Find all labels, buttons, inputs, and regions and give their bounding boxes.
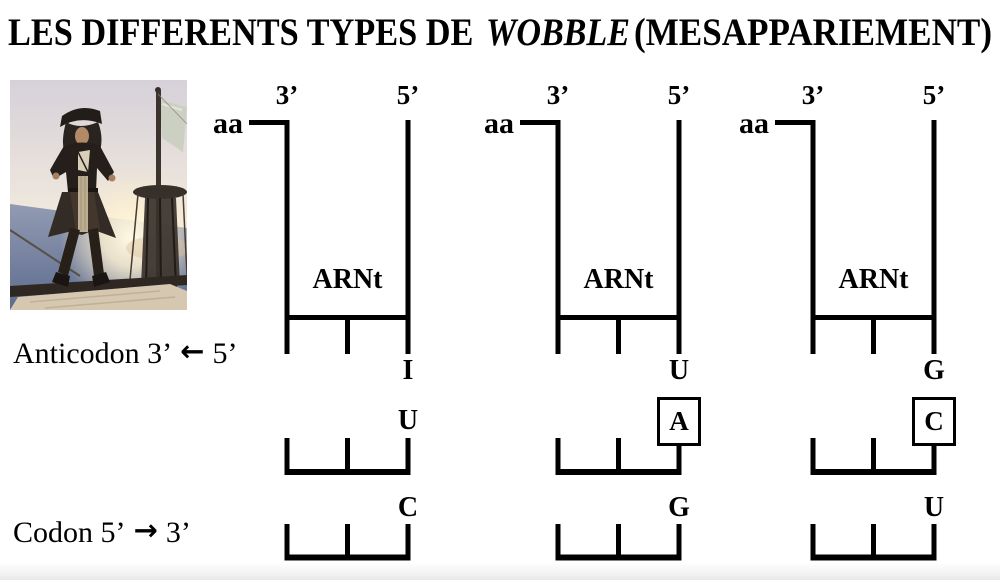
page-title: LES DIFFERENTS TYPES DE WOBBLE (MESAPPAR… — [8, 11, 992, 54]
codon-base-2: U — [923, 492, 945, 523]
five-prime-label: 5’ — [396, 80, 420, 110]
trna-diagram-guanine: aa 3’ 5’ ARNt G C U — [723, 78, 956, 572]
anticodon-label-text: Anticodon 3’ — [13, 337, 173, 370]
five-prime-label: 5’ — [922, 80, 946, 110]
trna-linework — [249, 120, 411, 561]
aa-label: aa — [213, 107, 243, 140]
photo-boom — [10, 275, 187, 297]
trna-linework — [520, 120, 682, 561]
arnt-label: ARNt — [838, 264, 909, 295]
trna-diagram-uracil: aa 3’ 5’ ARNt U A G — [468, 78, 701, 572]
codon-label-end: 3’ — [165, 516, 191, 549]
trna-linework — [775, 120, 937, 561]
aa-label: aa — [484, 107, 514, 140]
left-arrow-icon: ← — [180, 334, 205, 368]
photo-sail — [160, 100, 187, 152]
codon-base-1-boxed: C — [912, 397, 956, 446]
anticodon-direction-label: Anticodon 3’←5’ — [13, 334, 238, 371]
anticodon-label-end: 5’ — [212, 337, 238, 370]
bottom-edge-strip — [0, 564, 1000, 580]
title-part-3: (MESAPPARIEMENT) — [634, 11, 992, 54]
trna-aa-arm-line — [775, 120, 816, 318]
trna-aa-arm-line — [520, 120, 561, 318]
right-arrow-icon: → — [133, 513, 158, 547]
anticodon-wobble-base: U — [668, 355, 690, 386]
three-prime-label: 3’ — [546, 80, 570, 110]
title-part-wobble: WOBBLE — [486, 11, 630, 54]
svg-text:LES DIFFERENTS TYPES DE: LES DIFFERENTS TYPES DE WOBBLE (MESAPPAR… — [8, 11, 992, 54]
five-prime-label: 5’ — [667, 80, 691, 110]
pirate-photo-illustration — [10, 80, 187, 310]
photo-pirate-figure — [48, 107, 116, 287]
three-prime-label: 3’ — [801, 80, 825, 110]
three-prime-label: 3’ — [275, 80, 299, 110]
codon-base-1-boxed: A — [657, 397, 701, 446]
pirate-photo — [10, 80, 187, 310]
codon-label-text: Codon 5’ — [13, 516, 126, 549]
title-part-1: LES DIFFERENTS TYPES DE — [8, 11, 482, 54]
arnt-label: ARNt — [583, 264, 654, 295]
photo-canvas — [10, 284, 187, 310]
codon-base-2: G — [668, 492, 690, 523]
anticodon-wobble-base: G — [923, 355, 945, 386]
trna-aa-arm-line — [249, 120, 290, 318]
codon-base-1: U — [397, 405, 419, 436]
arnt-label: ARNt — [312, 264, 383, 295]
aa-label: aa — [739, 107, 769, 140]
codon-direction-label: Codon 5’→3’ — [13, 513, 191, 550]
anticodon-wobble-base: I — [402, 355, 414, 386]
trna-diagram-inosine: aa 3’ 5’ ARNt I U C — [197, 78, 427, 572]
codon-base-2: C — [397, 492, 419, 523]
